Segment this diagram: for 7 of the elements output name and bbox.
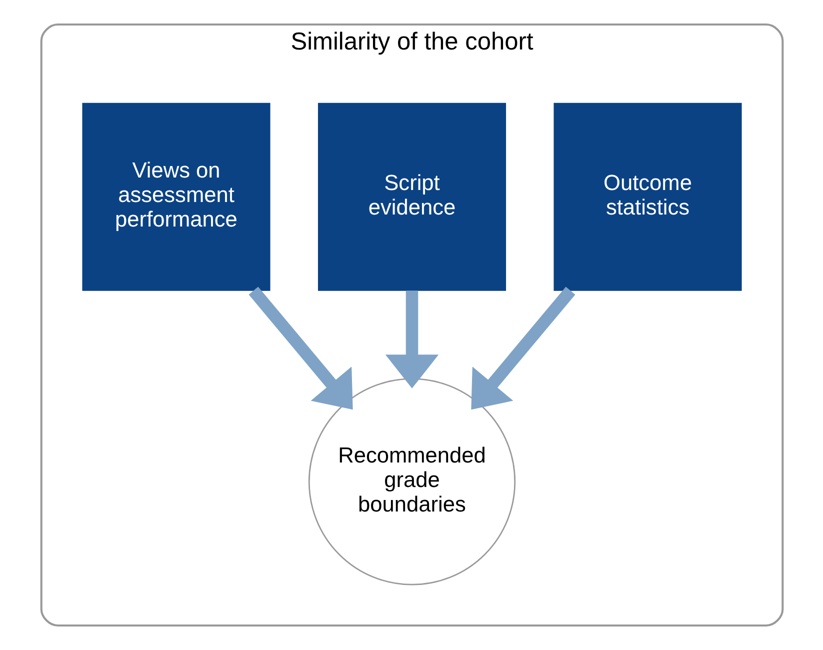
- arrow: [384, 290, 438, 388]
- node-box: Outcome statistics: [553, 102, 742, 291]
- node-box: Script evidence: [317, 102, 506, 291]
- arrow: [248, 286, 352, 410]
- node-circle: Recommended grade boundaries: [308, 378, 516, 586]
- node-box: Views on assessment performance: [82, 102, 270, 291]
- arrow: [470, 286, 575, 410]
